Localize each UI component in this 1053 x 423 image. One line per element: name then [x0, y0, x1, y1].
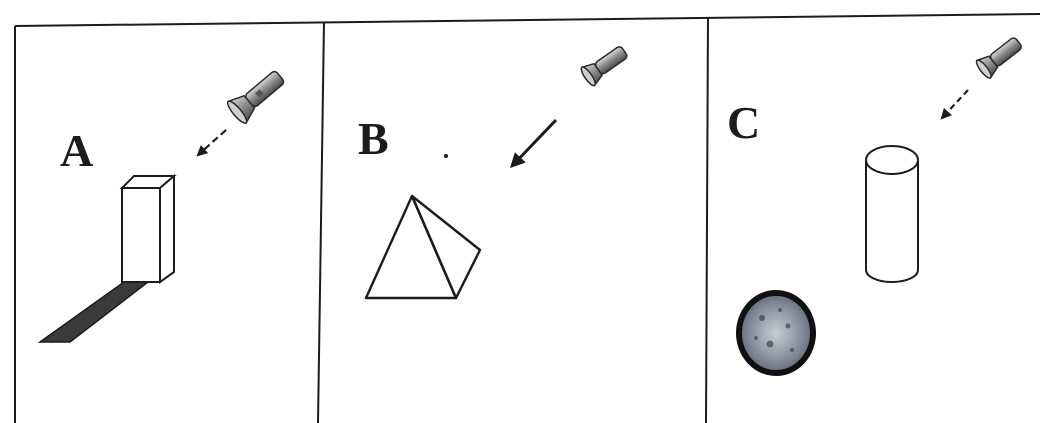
flashlight-b-icon	[579, 42, 631, 87]
rectangular-block-a	[122, 176, 174, 282]
panel-b	[366, 42, 631, 298]
speck-dot	[444, 154, 448, 158]
divider-bc	[706, 18, 708, 423]
light-arrow-a	[198, 130, 226, 155]
light-arrow-c	[942, 90, 968, 118]
pyramid-b	[366, 196, 480, 298]
cylinder-c	[866, 146, 918, 282]
panel-label-a: A	[60, 128, 93, 174]
light-arrow-b	[512, 120, 556, 166]
shadow-a	[40, 282, 148, 342]
divider-ab	[318, 22, 324, 423]
panel-c	[739, 33, 1025, 373]
shadow-disk-c	[739, 293, 813, 373]
flashlight-a-icon	[225, 65, 289, 125]
flashlight-c-icon	[974, 33, 1025, 80]
panel-label-c: C	[727, 100, 760, 146]
panel-a	[40, 65, 289, 342]
frame-top-line	[15, 14, 1040, 26]
panel-label-b: B	[358, 116, 389, 162]
